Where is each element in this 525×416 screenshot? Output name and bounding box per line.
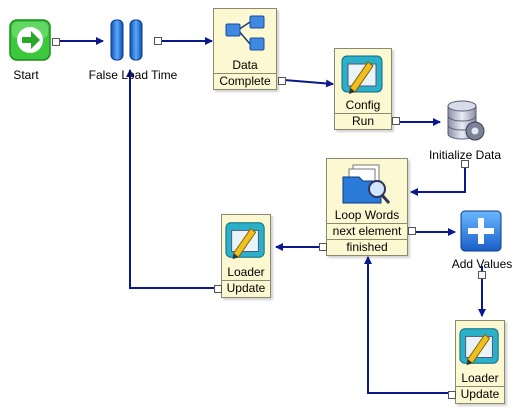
edit-form-icon: [225, 222, 265, 260]
loader-left-update-port[interactable]: Update: [222, 280, 270, 296]
start-arrow-icon: [9, 19, 51, 61]
add-values-output-port[interactable]: [478, 271, 486, 279]
wire-loader-right-update-to-loop-words: [364, 256, 452, 394]
initialize-data-output-port[interactable]: [461, 160, 469, 168]
loader-right-node[interactable]: Loader Update: [448, 320, 505, 404]
loop-words-finished-connector[interactable]: [319, 243, 327, 251]
start-node[interactable]: [8, 18, 60, 64]
config-run-port[interactable]: Run: [335, 113, 391, 129]
loop-words-next-element-connector[interactable]: [408, 227, 416, 235]
data-complete-port[interactable]: Complete: [214, 73, 276, 89]
false-load-time-label: False Load Time: [88, 68, 178, 82]
config-run-connector[interactable]: [392, 117, 400, 125]
loop-words-finished-port[interactable]: finished: [327, 239, 407, 255]
loader-left-update-connector[interactable]: [214, 285, 222, 293]
loop-words-next-element-label: next element: [332, 224, 402, 238]
data-node[interactable]: Data Complete: [213, 8, 286, 90]
initialize-data-node[interactable]: [442, 98, 488, 144]
data-complete-label: Complete: [219, 74, 271, 88]
config-node[interactable]: Config Run: [334, 48, 400, 130]
edit-form-icon: [341, 55, 383, 94]
config-title: Config: [345, 98, 381, 112]
pause-icon: [110, 19, 143, 61]
plus-icon: [460, 210, 502, 252]
false-load-time-output-port[interactable]: [154, 37, 162, 45]
initialize-data-label: Initialize Data: [428, 148, 502, 162]
data-complete-connector[interactable]: [278, 77, 286, 85]
add-values-label: Add Values: [451, 257, 513, 271]
loop-words-finished-label: finished: [346, 240, 388, 254]
hierarchy-icon: [225, 15, 265, 51]
loader-left-update-label: Update: [226, 281, 266, 295]
loop-words-title: Loop Words: [334, 208, 400, 222]
data-title: Data: [232, 58, 258, 72]
loop-words-node[interactable]: Loop Words next element finished: [319, 158, 416, 256]
edit-form-icon: [459, 328, 499, 366]
config-run-label: Run: [351, 114, 374, 128]
folder-search-icon: [342, 164, 391, 204]
add-values-node[interactable]: [460, 210, 504, 254]
loader-right-update-port[interactable]: Update: [456, 386, 504, 402]
start-output-port[interactable]: [52, 38, 60, 46]
loader-right-update-connector[interactable]: [448, 391, 456, 399]
loader-right-update-label: Update: [460, 387, 500, 401]
false-load-time-node[interactable]: [104, 18, 164, 64]
loader-left-title: Loader: [227, 265, 265, 279]
wire-initialize-data-to-loop-words: [410, 168, 466, 196]
loader-right-title: Loader: [461, 371, 499, 385]
loop-words-next-element-port[interactable]: next element: [327, 223, 407, 239]
start-label: Start: [13, 68, 39, 82]
wire-loader-left-update-to-false-load-time: [126, 69, 214, 289]
loader-left-node[interactable]: Loader Update: [214, 214, 271, 298]
wire-data-to-config: [283, 79, 334, 88]
database-gear-icon: [447, 100, 485, 141]
